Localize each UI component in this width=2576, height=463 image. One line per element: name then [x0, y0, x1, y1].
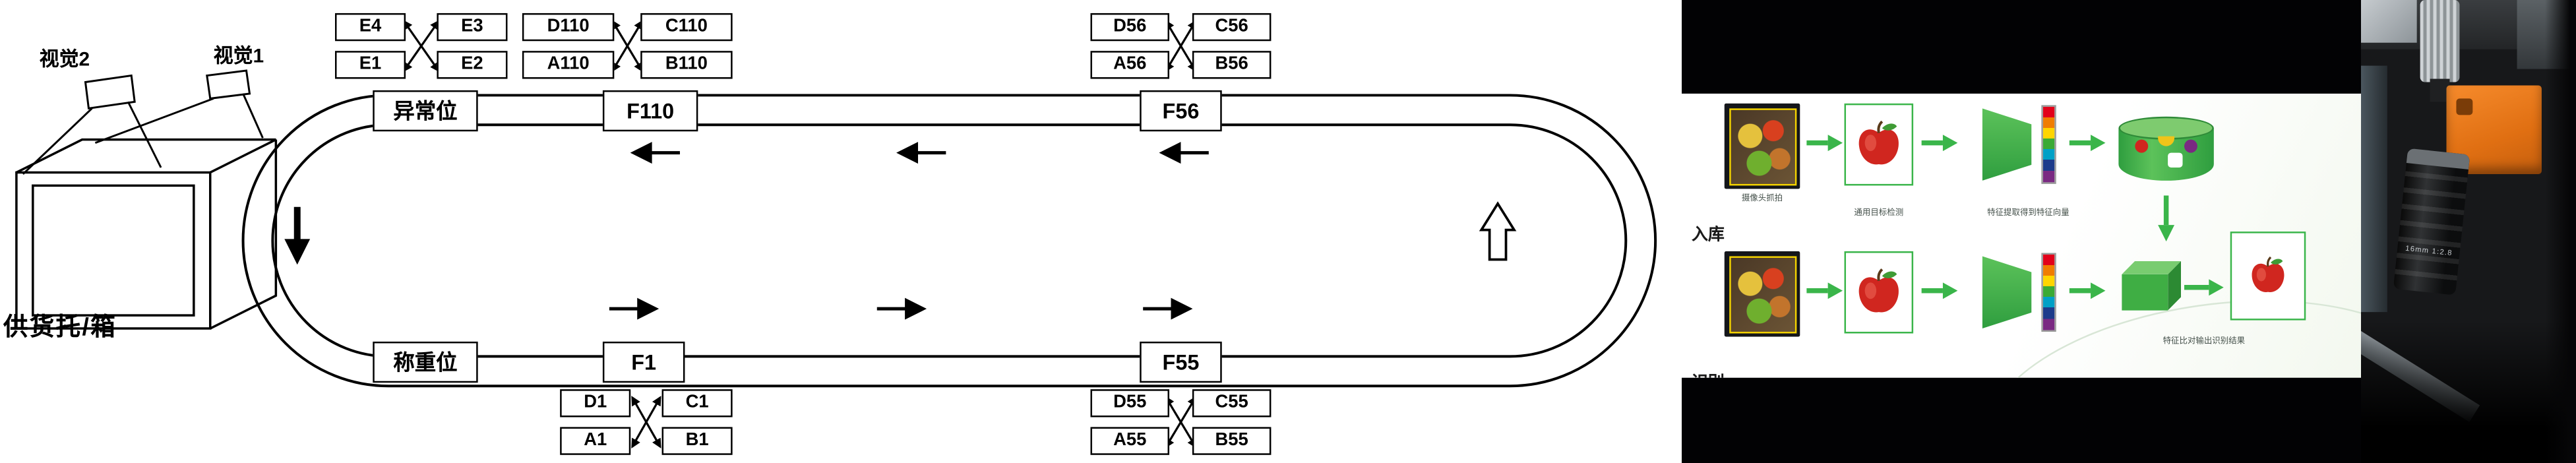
station-abnormal: 异常位	[373, 90, 478, 132]
green-arrow-right	[1921, 135, 1958, 152]
cell-e3: E3	[437, 13, 508, 42]
detected-apple-box-1	[1844, 103, 1914, 186]
lens-ribs	[2394, 171, 2468, 282]
camera-capture-screen-2	[1724, 251, 1800, 337]
conveyor-diagram-panel: 视觉2 视觉1 供货托/箱 异常位 F110 F56 称重位 F1 F55 E4…	[0, 0, 1682, 463]
entry-down-arrow	[284, 206, 311, 265]
apple-icon	[1853, 118, 1905, 171]
recognition-pipeline-panel: 入库 识别 摄像头抓拍 通用目标检测 特征提取得到特征向量	[1682, 0, 2361, 463]
cell-a110: A110	[522, 51, 615, 79]
conveyor-track-lines	[15, 19, 1657, 448]
feature-extractor-2	[1982, 256, 2032, 329]
cell-a1: A1	[560, 427, 631, 455]
pipeline-slide: 入库 识别 摄像头抓拍 通用目标检测 特征提取得到特征向量	[1682, 0, 2361, 463]
top-run-left-arrows	[630, 142, 1209, 164]
green-arrow-right	[1806, 282, 1843, 299]
cell-d1: D1	[560, 389, 631, 417]
vision-camera-1	[94, 69, 264, 144]
green-arrow-right	[2069, 282, 2106, 299]
green-arrow-right	[2184, 279, 2224, 296]
track-outer	[241, 94, 1657, 388]
return-up-arrow	[1479, 201, 1517, 261]
station-f56: F56	[1140, 90, 1222, 132]
exchange-cross-1	[631, 396, 661, 448]
feature-matcher-cube	[2122, 261, 2182, 311]
fruit-photo-1	[1728, 108, 1796, 185]
camera-stem	[2430, 78, 2450, 102]
supply-box-cube	[15, 138, 278, 330]
cell-d55: D55	[1090, 389, 1170, 417]
station-weigh: 称重位	[373, 341, 478, 383]
grapes-icon	[2184, 139, 2197, 153]
fruit-photo-2	[1728, 255, 1796, 333]
camera-body-detail	[2456, 98, 2473, 115]
recognition-result-box	[2230, 232, 2306, 321]
cube-top	[2122, 261, 2182, 274]
station-f110: F110	[602, 90, 698, 132]
cell-c110: C110	[640, 13, 733, 42]
hand-icon	[2168, 152, 2183, 168]
exchange-cross-56	[1165, 19, 1197, 73]
green-arrow-right	[1806, 135, 1843, 152]
cell-e4: E4	[335, 13, 406, 42]
row-store-label: 入库	[1691, 226, 1725, 245]
apple-icon	[2135, 139, 2149, 153]
camera-photo-panel: 16mm 1:2.8	[2361, 0, 2576, 463]
caption-detect: 通用目标检测	[1854, 208, 1904, 219]
caption-capture: 摄像头抓拍	[1741, 193, 1783, 204]
cube-side	[2168, 261, 2182, 311]
camera-capture-screen-1	[1724, 103, 1800, 189]
cell-b55: B55	[1192, 427, 1272, 455]
feature-database-cylinder	[2118, 116, 2214, 189]
green-arrow-down	[2158, 195, 2175, 242]
cell-c56: C56	[1192, 13, 1272, 42]
exchange-cross-110	[611, 19, 644, 73]
bright-bracket	[2361, 0, 2417, 43]
knurled-knob	[2420, 0, 2460, 82]
apple-icon	[2247, 255, 2290, 297]
exchange-cross-55	[1165, 396, 1197, 448]
cell-b1: B1	[661, 427, 733, 455]
vision1-label: 视觉1	[213, 44, 264, 68]
cell-c1: C1	[661, 389, 733, 417]
cell-c55: C55	[1192, 389, 1272, 417]
camera-photo: 16mm 1:2.8	[2361, 0, 2576, 463]
station-f55: F55	[1140, 341, 1222, 383]
row-recognize-label: 识别	[1692, 375, 1725, 378]
cell-b56: B56	[1192, 51, 1272, 79]
background-panel	[2361, 65, 2387, 313]
feature-vector-bar-1	[2041, 105, 2056, 184]
feature-vector-bar-2	[2041, 253, 2056, 332]
cell-d56: D56	[1090, 13, 1170, 42]
supply-box-label: 供货托/箱	[3, 313, 117, 342]
exchange-cross-e	[402, 19, 440, 73]
lens-barrel	[2393, 148, 2470, 295]
track-inner	[271, 123, 1628, 358]
right-shadow	[2544, 0, 2576, 463]
green-arrow-right	[1921, 282, 1958, 299]
slide-background: 入库 识别 摄像头抓拍 通用目标检测 特征提取得到特征向量	[1682, 93, 2361, 378]
vision-camera-2	[22, 74, 162, 175]
cell-e2: E2	[437, 51, 508, 79]
cell-d110: D110	[522, 13, 615, 42]
cell-a56: A56	[1090, 51, 1170, 79]
cube-front	[2122, 274, 2168, 311]
cell-e1: E1	[335, 51, 406, 79]
detected-apple-box-2	[1844, 251, 1914, 334]
banana-icon	[2158, 136, 2175, 146]
apple-icon	[1853, 266, 1905, 319]
cell-a55: A55	[1090, 427, 1170, 455]
green-arrow-right	[2069, 135, 2106, 152]
bottom-run-right-arrows	[609, 297, 1193, 320]
cell-b110: B110	[640, 51, 733, 79]
feature-extractor-1	[1982, 108, 2032, 181]
bottom-shadow	[2361, 320, 2576, 463]
station-f1: F1	[602, 341, 685, 383]
vision2-label: 视觉2	[39, 47, 90, 71]
caption-match: 特征比对输出识别结果	[2162, 336, 2246, 347]
conveyor-diagram: 视觉2 视觉1 供货托/箱 异常位 F110 F56 称重位 F1 F55 E4…	[3, 13, 1657, 455]
caption-extract: 特征提取得到特征向量	[1987, 208, 2070, 219]
